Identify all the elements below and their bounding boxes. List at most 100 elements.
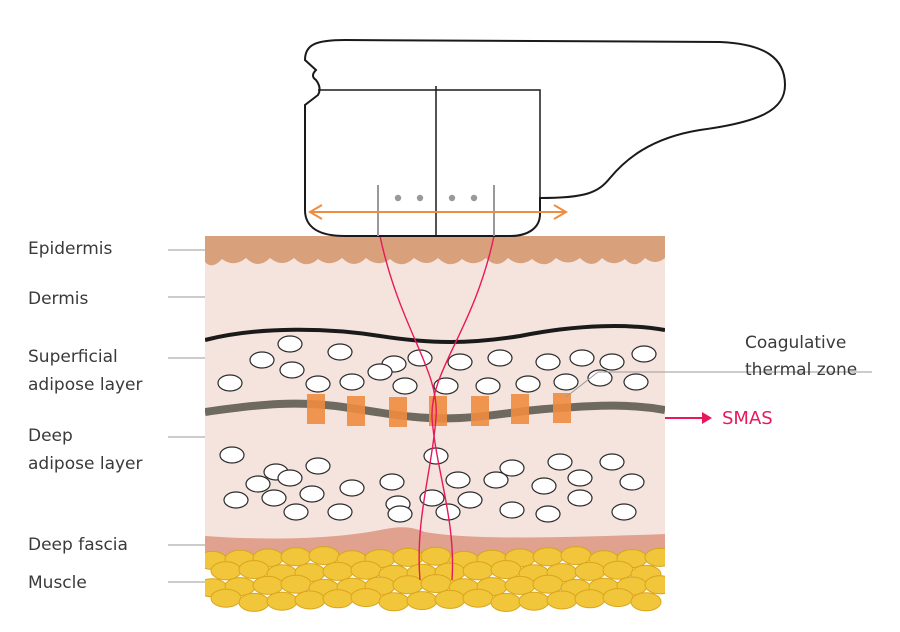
transducer-dot [394, 194, 402, 202]
fat-cell [277, 469, 303, 487]
fat-cell [305, 457, 331, 475]
fat-cell [245, 475, 271, 493]
handpiece-inner-line [318, 89, 541, 198]
muscle-fiber [490, 592, 522, 612]
fat-cell [392, 377, 418, 395]
muscle-fiber [322, 589, 354, 609]
muscle-fiber [644, 575, 665, 595]
fat-cell [379, 473, 405, 491]
muscle-fiber [238, 592, 270, 612]
thermal-zones [307, 393, 571, 427]
muscle-fiber [602, 560, 634, 580]
muscle-fiber [294, 590, 326, 610]
muscle-fiber [350, 588, 382, 608]
label-muscle: Muscle [28, 573, 87, 593]
fat-cell [339, 373, 365, 391]
muscle-fiber [406, 591, 438, 611]
ultrasound-beam-right [431, 235, 495, 581]
fat-cell [457, 491, 483, 509]
fat-cell [531, 477, 557, 495]
fat-cell [569, 349, 595, 367]
thermal-zone [471, 396, 489, 426]
muscle-fiber [280, 547, 312, 567]
fat-cell [599, 453, 625, 471]
thermal-zone [429, 396, 447, 426]
muscle-fiber [490, 560, 522, 580]
fat-cell [279, 361, 305, 379]
label-superficial-line1: Superficial [28, 347, 118, 367]
transducer-handpiece [303, 38, 787, 237]
muscle-fiber [266, 591, 298, 611]
fat-cell [249, 351, 275, 369]
muscle-fiber [378, 592, 410, 612]
muscle-fiber [602, 588, 634, 608]
muscle-fiber [546, 590, 578, 610]
fat-cell [515, 375, 541, 393]
fat-cell [553, 373, 579, 391]
label-superficial-line2: adipose layer [28, 375, 143, 395]
arrowhead-right [553, 204, 568, 220]
fat-cell [261, 489, 287, 507]
thermal-zone [347, 396, 365, 426]
fat-cell [327, 503, 353, 521]
label-deep-line2: adipose layer [28, 454, 143, 474]
fat-cell [619, 473, 645, 491]
label-dermis: Dermis [28, 289, 89, 309]
fat-cell [587, 369, 613, 387]
smas-arrowhead [702, 412, 712, 424]
thermal-zone [307, 394, 325, 424]
transducer-dot [416, 194, 424, 202]
fat-cell [299, 485, 325, 503]
muscle-fiber [420, 546, 452, 566]
fat-cell [599, 353, 625, 371]
muscle-fiber [322, 561, 354, 581]
ultrasound-beam-left [379, 235, 437, 581]
muscle-fiber [518, 591, 550, 611]
fat-cell [433, 377, 459, 395]
label-coagulative-line2: thermal zone [745, 360, 857, 380]
label-smas: SMAS [722, 408, 773, 429]
muscle-fiber [644, 547, 665, 567]
label-deep-fascia: Deep fascia [28, 535, 128, 555]
muscle-fiber [630, 592, 662, 612]
muscle-fiber [210, 588, 242, 608]
muscle-fiber [210, 561, 242, 581]
muscle-fiber [532, 574, 564, 594]
fat-cell [339, 479, 365, 497]
muscle-fiber [504, 575, 536, 595]
fat-cell [327, 343, 353, 361]
fat-cell [447, 353, 473, 371]
smas-band [205, 399, 665, 423]
thermal-zone [553, 393, 571, 423]
fat-cell [475, 377, 501, 395]
transducer-dot [470, 194, 478, 202]
muscle-fiber [574, 561, 606, 581]
label-coagulative-line1: Coagulative [745, 333, 846, 353]
muscle-fiber [420, 574, 452, 594]
fat-cell [567, 469, 593, 487]
muscle-fiber [280, 574, 312, 594]
fat-cell [631, 345, 657, 363]
tissue-block [205, 236, 665, 612]
thermal-zone [389, 397, 407, 427]
muscle-fiber [350, 560, 382, 580]
fat-cell [483, 471, 509, 489]
fat-cell [283, 503, 309, 521]
muscle-fiber [238, 560, 270, 580]
label-deep-line1: Deep [28, 426, 73, 446]
fat-cell [387, 505, 413, 523]
fat-cell [419, 489, 445, 507]
fat-cell [547, 453, 573, 471]
muscle-fiber [308, 546, 340, 566]
fat-cell [219, 446, 245, 464]
epidermis-layer [205, 236, 665, 266]
leader-coagulative [565, 371, 599, 398]
fat-cell [499, 459, 525, 477]
fat-cell [277, 335, 303, 353]
fat-cell [535, 505, 561, 523]
fat-cell [217, 374, 243, 392]
fat-cell [623, 373, 649, 391]
fat-cell [567, 489, 593, 507]
fat-cell [499, 501, 525, 519]
